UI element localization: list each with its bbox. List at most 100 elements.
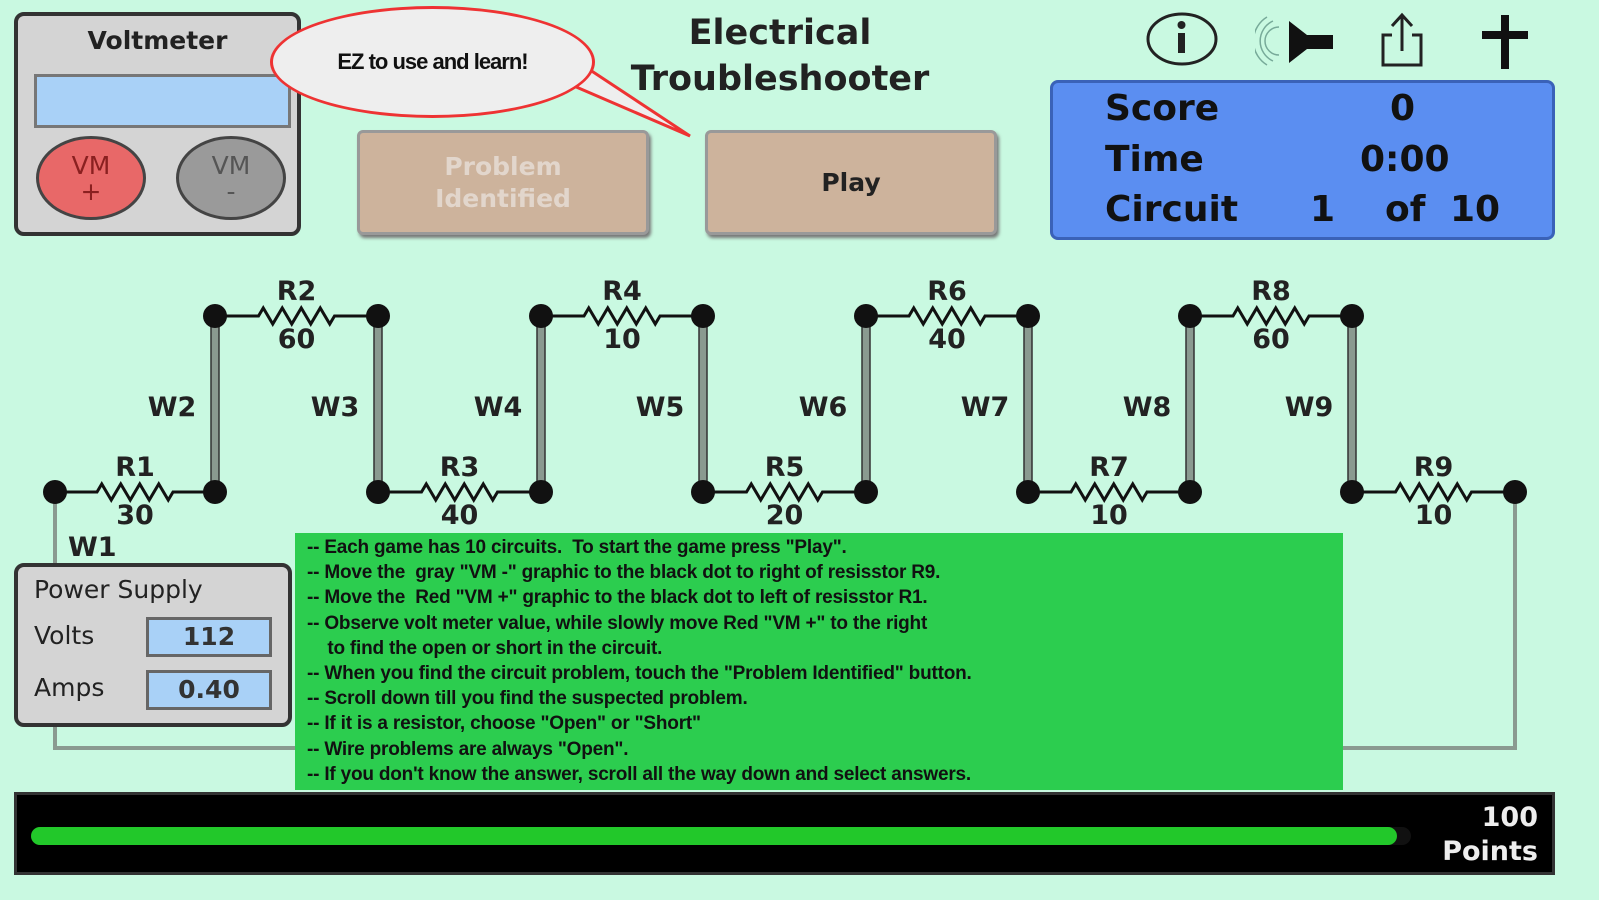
resistor-label: R8 [1251, 276, 1291, 307]
circuit-of: of [1385, 189, 1426, 230]
instruction-line: -- When you find the circuit problem, to… [307, 663, 972, 685]
points-value: 100 [1481, 802, 1538, 833]
resistor-r3 [378, 481, 541, 503]
node-dot [1016, 304, 1040, 328]
vm-plus-probe[interactable]: VM+ [36, 136, 146, 220]
wire-label: W3 [311, 392, 360, 423]
resistor-label: R6 [927, 276, 967, 307]
wire-label: W1 [68, 532, 117, 563]
instruction-line: -- Move the Red "VM +" graphic to the bl… [307, 587, 928, 609]
node-dot [203, 480, 227, 504]
probe-sign: + [80, 177, 102, 206]
node-dot [1503, 480, 1527, 504]
node-dot [203, 304, 227, 328]
instruction-line: -- Each game has 10 circuits. To start t… [307, 537, 847, 558]
circuit-current: 1 [1310, 189, 1336, 230]
wire-label: W6 [799, 392, 848, 423]
node-dot [1178, 480, 1202, 504]
power-supply-panel: Power Supply Volts 112 Amps 0.40 [14, 563, 292, 727]
sound-icon[interactable] [1255, 8, 1335, 70]
instruction-line: -- Observe volt meter value, while slowl… [307, 612, 928, 634]
amps-value: 0.40 [146, 670, 272, 710]
node-dot [691, 480, 715, 504]
wire-w4 [536, 315, 546, 493]
instruction-line: to find the open or short in the circuit… [307, 637, 663, 659]
button-label: Problem [444, 151, 562, 181]
resistor-value: 40 [441, 500, 479, 531]
node-dot [1178, 304, 1202, 328]
wire-label: W4 [474, 392, 523, 423]
resistor-r9 [1352, 481, 1515, 503]
resistor-value: 10 [1090, 500, 1128, 531]
title-line: Troubleshooter [630, 59, 930, 99]
circuit-total: 10 [1450, 189, 1501, 230]
resistor-r7 [1028, 481, 1190, 503]
score-label: Score [1105, 88, 1220, 129]
title-line: Electrical [688, 13, 872, 53]
instruction-line: -- If you don't know the answer, scroll … [307, 763, 971, 785]
wire-w6 [861, 315, 871, 493]
voltmeter-display [34, 74, 291, 128]
node-dot [854, 304, 878, 328]
score-value: 0 [1390, 88, 1416, 129]
node-dot [366, 480, 390, 504]
share-icon[interactable] [1375, 8, 1429, 70]
node-dot [366, 304, 390, 328]
wire-w7 [1023, 315, 1033, 493]
wire-w3 [373, 315, 383, 493]
points-progress-track [31, 827, 1411, 845]
node-dot [854, 480, 878, 504]
wire-label: W7 [961, 392, 1010, 423]
amps-label: Amps [34, 673, 105, 702]
resistor-value: 60 [278, 324, 316, 355]
instructions-panel[interactable]: -- Each game has 10 circuits. To start t… [295, 533, 1343, 790]
node-dot [529, 480, 553, 504]
resistor-value: 30 [116, 500, 154, 531]
instruction-line: -- If it is a resistor, choose "Open" or… [307, 713, 701, 735]
wire-label: W2 [148, 392, 197, 423]
button-label: Identified [435, 183, 571, 213]
wire-w2 [210, 315, 220, 493]
resistor-value: 10 [603, 324, 641, 355]
resistor-r2 [215, 305, 378, 327]
node-dot [529, 304, 553, 328]
points-progress-fill [31, 827, 1398, 845]
info-icon[interactable] [1145, 8, 1219, 70]
resistor-label: R7 [1089, 452, 1129, 483]
resistor-label: R1 [115, 452, 155, 483]
time-value: 0:00 [1360, 139, 1450, 180]
speech-bubble: EZ to use and learn! [270, 6, 595, 118]
resistor-label: R5 [765, 452, 805, 483]
resistor-r4 [541, 305, 703, 327]
instruction-line: -- Scroll down till you find the suspect… [307, 688, 748, 710]
node-dot [1340, 304, 1364, 328]
resistor-value: 20 [766, 500, 804, 531]
play-button[interactable]: Play [705, 130, 997, 235]
node-dot [43, 480, 67, 504]
resistor-value: 60 [1252, 324, 1290, 355]
resistor-value: 10 [1415, 500, 1453, 531]
resistor-label: R3 [440, 452, 480, 483]
resistor-r8 [1190, 305, 1352, 327]
resistor-label: R9 [1414, 452, 1454, 483]
vm-minus-probe[interactable]: VM- [176, 136, 286, 220]
score-panel: Score 0 Time 0:00 Circuit 1 of 10 [1050, 80, 1555, 240]
resistor-label: R2 [277, 276, 317, 307]
wire-label: W8 [1123, 392, 1172, 423]
time-label: Time [1105, 139, 1204, 180]
node-dot [1340, 480, 1364, 504]
circuit-label: Circuit [1105, 189, 1239, 230]
voltmeter-panel: Voltmeter VM+ VM- [14, 12, 301, 236]
plus-icon[interactable] [1478, 8, 1532, 70]
resistor-value: 40 [928, 324, 966, 355]
voltmeter-title: Voltmeter [87, 26, 228, 55]
resistor-r5 [703, 481, 866, 503]
probe-sign: - [226, 177, 236, 206]
probe-label: VM [71, 151, 111, 180]
wire-label: W9 [1285, 392, 1334, 423]
instruction-line: -- Move the gray "VM -" graphic to the b… [307, 562, 941, 584]
